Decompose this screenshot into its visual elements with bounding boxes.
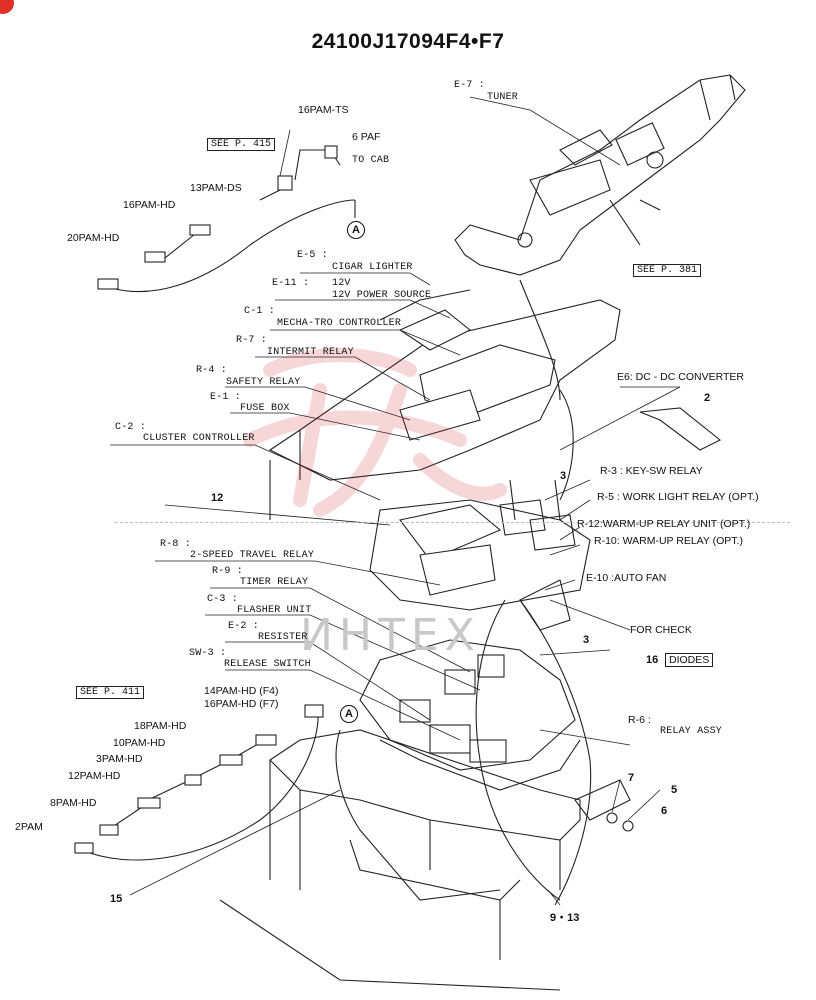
part-number-3-upper: 3	[560, 470, 567, 482]
label-20pam-hd: 20PAM-HD	[67, 232, 120, 244]
label-dc-dc-converter: E6: DC - DC CONVERTER	[617, 371, 744, 383]
label-flasher-unit: FLASHER UNIT	[237, 605, 312, 616]
upper-harness-wire	[107, 199, 356, 293]
part-number-7: 7	[628, 772, 635, 784]
label-8pam-hd: 8PAM-HD	[50, 797, 97, 809]
connector-13pam-ds	[189, 224, 211, 236]
label-e2-code: E-2 :	[228, 621, 260, 632]
part-number-15: 15	[110, 893, 123, 905]
label-18pam-hd: 18PAM-HD	[134, 720, 187, 732]
part-number-9-13: 9・13	[550, 912, 580, 924]
label-13pam-ds: 13PAM-DS	[190, 182, 242, 194]
label-10pam-hd: 10PAM-HD	[113, 737, 166, 749]
label-release-switch: RELEASE SWITCH	[224, 659, 311, 670]
cigar-lighter-panel	[398, 309, 472, 351]
label-for-check: FOR CHECK	[630, 624, 692, 636]
scan-line	[115, 522, 790, 523]
see-page-411-box: SEE P. 411	[76, 686, 145, 699]
connector-14-16pam-hd	[304, 704, 324, 718]
diagram-title: 24100J17094F4•F7	[311, 30, 505, 53]
relay-2speed	[444, 669, 476, 695]
cluster-controller	[399, 504, 502, 561]
label-c3-code: C-3 :	[207, 594, 239, 605]
label-12v: 12V	[332, 278, 351, 289]
connector-20pam-hd	[97, 278, 119, 290]
watermark-seal	[243, 348, 507, 517]
label-sw3-code: SW-3 :	[189, 648, 227, 659]
relay-assy-plate	[359, 639, 576, 771]
label-e1-code: E-1 :	[210, 392, 242, 403]
label-c1-code: C-1 :	[244, 306, 276, 317]
see-page-415-box: SEE P. 415	[207, 138, 276, 151]
connector-16pam-ts	[277, 175, 293, 191]
connector-16pam-hd	[144, 251, 166, 263]
label-r6-code: R-6 :	[628, 714, 651, 726]
label-12pam-hd: 12PAM-HD	[68, 770, 121, 782]
label-work-light-relay: R-5 : WORK LIGHT RELAY (OPT.)	[597, 491, 759, 503]
label-6paf: 6 PAF	[352, 131, 381, 143]
label-fuse-box: FUSE BOX	[240, 403, 290, 414]
label-auto-fan: E-10 :AUTO FAN	[586, 572, 667, 584]
watermark-text: ИНТЕХ	[300, 610, 481, 661]
release-switch	[469, 739, 507, 763]
label-16pam-ts: 16PAM-TS	[298, 104, 349, 116]
label-mecha-tro-controller: MECHA-TRO CONTROLLER	[277, 318, 402, 329]
fuse-box	[399, 389, 481, 441]
circle-a-upper: A	[347, 221, 365, 239]
relay-block	[419, 544, 496, 596]
label-16pam-hd-f7: 16PAM-HD (F7)	[204, 698, 279, 710]
label-relay-assy: RELAY ASSY	[660, 726, 723, 737]
label-14pam-hd: 14PAM-HD (F4)	[204, 685, 279, 697]
label-resister: RESISTER	[258, 632, 308, 643]
label-16pam-hd: 16PAM-HD	[123, 199, 176, 211]
part-number-2: 2	[704, 392, 711, 404]
lower-harness-wire	[81, 711, 319, 861]
label-tuner: TUNER	[487, 92, 519, 103]
label-key-sw-relay: R-3 : KEY-SW RELAY	[600, 465, 703, 477]
dc-dc-converter	[639, 407, 722, 451]
circle-a-lower: A	[340, 705, 358, 723]
label-safety-relay: SAFETY RELAY	[226, 377, 301, 388]
label-cigar-lighter: CIGAR LIGHTER	[332, 262, 413, 273]
label-intermit-relay: INTERMIT RELAY	[267, 347, 354, 358]
label-3pam-hd: 3PAM-HD	[96, 753, 143, 765]
part-number-12: 12	[211, 492, 224, 504]
part-number-5: 5	[671, 784, 678, 796]
label-c2-code: C-2 :	[115, 422, 147, 433]
label-2-speed-travel-relay: 2-SPEED TRAVEL RELAY	[190, 550, 315, 561]
connector-6paf	[324, 145, 338, 159]
tuner-housing	[454, 74, 746, 276]
part-number-3-lower: 3	[583, 634, 590, 646]
label-e11-code: E-11 :	[272, 278, 310, 289]
resister	[429, 724, 471, 754]
connector-8pam-hd	[99, 824, 119, 836]
label-to-cab: TO CAB	[352, 155, 390, 166]
label-12v-power-source: 12V POWER SOURCE	[332, 290, 432, 301]
label-warm-up-relay-unit: R-12:WARM-UP RELAY UNIT (OPT.)	[577, 518, 751, 530]
label-e7-code: E-7 :	[454, 80, 486, 91]
connector-12pam-hd	[137, 797, 161, 809]
label-r8-code: R-8 :	[160, 539, 192, 550]
connector-18pam-hd	[255, 734, 277, 746]
connector-3pam-hd	[184, 774, 202, 786]
corner-marker	[0, 0, 14, 14]
part-number-16: 16	[646, 654, 659, 666]
label-r9-code: R-9 :	[212, 566, 244, 577]
part-number-6: 6	[661, 805, 668, 817]
connector-10pam-hd	[219, 754, 243, 766]
timer-relay	[477, 654, 505, 678]
see-page-381-box: SEE P. 381	[633, 264, 702, 277]
label-timer-relay: TIMER RELAY	[240, 577, 309, 588]
label-cluster-controller: CLUSTER CONTROLLER	[143, 433, 255, 444]
label-r4-code: R-4 :	[196, 365, 228, 376]
connector-2pam	[74, 842, 94, 854]
label-2pam: 2PAM	[15, 821, 43, 833]
label-diodes: DIODES	[665, 653, 714, 667]
label-warm-up-relay: R-10: WARM-UP RELAY (OPT.)	[594, 535, 743, 547]
label-e5-code: E-5 :	[297, 250, 329, 261]
label-r7-code: R-7 :	[236, 335, 268, 346]
